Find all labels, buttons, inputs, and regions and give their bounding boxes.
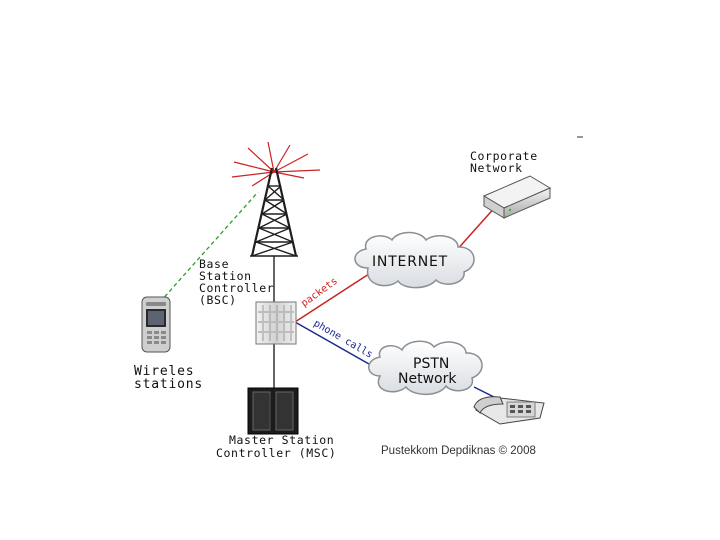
- bsc-label-line4: (BSC): [199, 293, 237, 307]
- desk-telephone-icon: [473, 396, 545, 425]
- phone-calls-edge-label: phone calls: [312, 318, 375, 361]
- wireless-link: [159, 191, 259, 303]
- internet-cloud-icon: [354, 231, 475, 289]
- pstn-label-line2: Network: [398, 371, 457, 387]
- server-rack-icon: [255, 301, 297, 345]
- corporate-network-label-line1: Corporate: [470, 149, 538, 163]
- msc-label-line1: Master Station: [229, 433, 334, 447]
- mobile-phone-icon: [141, 296, 171, 353]
- msc-label-line2: Controller (MSC): [216, 446, 336, 460]
- bsc-label-line3: Controller: [199, 281, 274, 295]
- router-icon: [482, 175, 552, 219]
- corporate-network-label-line2: Network: [470, 161, 523, 175]
- wireless-stations-label-line1: Wireles: [134, 364, 194, 379]
- antenna-tower-icon: [231, 141, 321, 257]
- switch-cabinet-icon: [247, 387, 299, 435]
- packets-edge-label: packets: [299, 276, 340, 310]
- bsc-label-line2: Station: [199, 269, 252, 283]
- bsc-label-line1: Base: [199, 257, 229, 271]
- wireless-stations-label-line2: stations: [134, 377, 203, 392]
- pstn-cloud-icon: [368, 340, 483, 396]
- calls-link: [294, 321, 377, 369]
- signal-waves-icon: [231, 141, 321, 187]
- copyright-credit: Pustekkom Depdiknas © 2008: [381, 445, 536, 457]
- internet-corporate-link: [454, 204, 498, 253]
- pstn-label-line1: PSTN: [413, 356, 449, 372]
- internet-cloud-label: INTERNET: [372, 254, 448, 270]
- packets-link: [294, 271, 373, 323]
